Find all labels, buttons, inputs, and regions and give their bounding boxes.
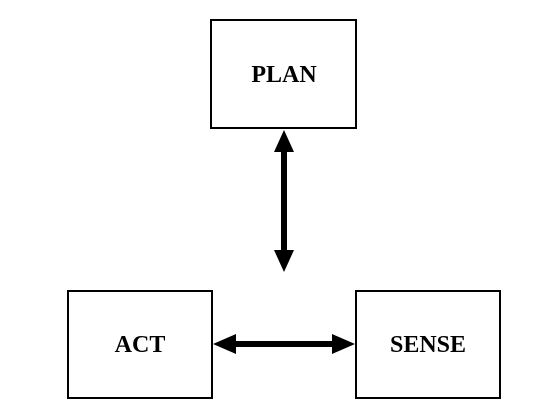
plan-act-arrowhead-down: [274, 250, 294, 272]
sense-box: [355, 290, 501, 399]
sense-label: SENSE: [390, 332, 466, 358]
act-node: ACT: [67, 290, 213, 399]
act-box: [67, 290, 213, 399]
plan-act-double-arrow: [274, 130, 294, 272]
sense-node: SENSE: [355, 290, 501, 399]
act-label: ACT: [115, 332, 166, 358]
act-sense-double-arrow: [213, 334, 355, 354]
act-sense-arrowhead-left: [213, 334, 236, 354]
plan-node: PLAN: [210, 19, 357, 129]
plan-label: PLAN: [251, 62, 317, 88]
act-sense-arrowhead-right: [332, 334, 355, 354]
plan-box: [210, 19, 357, 129]
plan-act-arrowhead-up: [274, 130, 294, 152]
